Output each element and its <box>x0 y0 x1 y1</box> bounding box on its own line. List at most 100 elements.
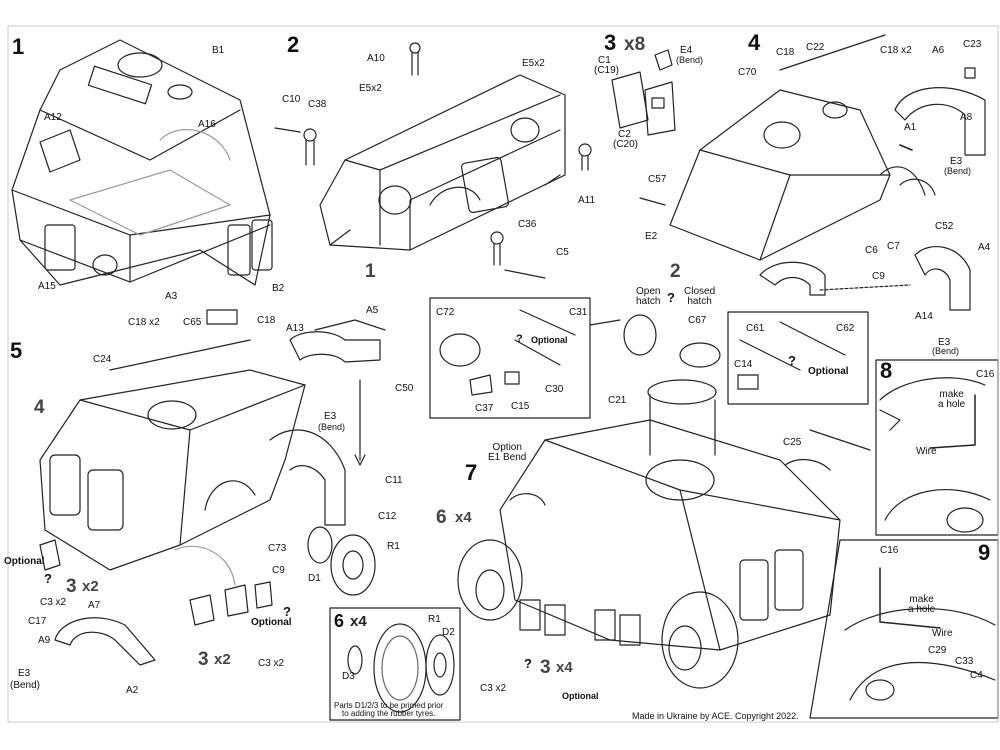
step-number-2: 2 <box>287 32 300 57</box>
label-C37: C37 <box>475 403 494 414</box>
label-C10: C10 <box>282 94 301 105</box>
step-number-4: 4 <box>748 30 761 55</box>
label-wire-step8: Wire <box>916 446 937 457</box>
label-E3-step4b: E3 <box>938 337 951 348</box>
label-C5: C5 <box>556 247 569 258</box>
step5-can2-quantity: x2 <box>214 651 231 668</box>
step6-wheel-drawing <box>329 607 461 721</box>
label-A11: A11 <box>578 195 596 206</box>
label-D1: D1 <box>308 573 321 584</box>
label-A6: A6 <box>932 45 945 56</box>
rubber-tyre-note: Parts D1/2/3 to be primed prior to addin… <box>334 701 444 718</box>
label-C3x2-step5b: C3 x2 <box>258 658 285 669</box>
label-A3: A3 <box>165 291 178 302</box>
label-R1: R1 <box>387 541 400 552</box>
step-number-9: 9 <box>978 540 991 565</box>
step2-hull-drawing <box>274 42 592 279</box>
step-number-5: 5 <box>10 338 23 363</box>
label-E5x2-left: E5x2 <box>359 83 382 94</box>
question-mark-weapons: ? <box>516 333 523 345</box>
label-C6: C6 <box>865 245 878 256</box>
step3-part-drawing <box>611 49 676 136</box>
label-C3x2-step7: C3 x2 <box>480 683 507 694</box>
label-B2: B2 <box>272 283 285 294</box>
label-make-hole-step9: make a hole <box>908 594 936 615</box>
label-C70: C70 <box>738 67 757 78</box>
label-optional-step7: Optional <box>562 691 599 701</box>
step1-hull-drawing <box>11 39 273 286</box>
label-E2: E2 <box>645 231 658 242</box>
label-E4: E4 <box>680 45 693 56</box>
label-A1: A1 <box>904 122 917 133</box>
label-C50: C50 <box>395 383 414 394</box>
label-closed-hatch: Closed hatch <box>684 286 716 307</box>
step5-can-step-ref: 3 <box>66 576 77 597</box>
label-C4: C4 <box>970 670 983 681</box>
label-C20: (C20) <box>613 139 639 150</box>
label-C67: C67 <box>688 315 707 326</box>
label-A2: A2 <box>126 685 139 696</box>
label-C11: C11 <box>385 475 403 486</box>
label-C73: C73 <box>268 543 287 554</box>
label-C33: C33 <box>955 656 974 667</box>
label-E5x2-right: E5x2 <box>522 58 545 69</box>
label-wire-step9: Wire <box>932 628 953 639</box>
step8-detail-drawing <box>875 359 999 536</box>
label-C7: C7 <box>887 241 900 252</box>
label-C17: C17 <box>28 616 47 627</box>
label-C22: C22 <box>806 42 825 53</box>
label-E3-step5: E3 <box>324 411 337 422</box>
label-A13: A13 <box>286 323 304 334</box>
question-mark-step7: ? <box>524 656 532 671</box>
label-optional-weapons: Optional <box>531 335 568 345</box>
copyright-text: Made in Ukraine by ACE. Copyright 2022. <box>632 711 799 721</box>
label-C1: C1 <box>598 55 611 66</box>
label-C3x2-step5: C3 x2 <box>40 597 67 608</box>
label-E4-bend: (Bend) <box>676 55 704 65</box>
step5-can2-step-ref: 3 <box>198 649 209 670</box>
step7-can-quantity: x4 <box>556 659 573 676</box>
label-E3-step5b: E3 <box>18 668 31 679</box>
label-open-hatch: Open hatch <box>636 286 661 307</box>
label-C19: (C19) <box>594 65 620 76</box>
label-A9: A9 <box>38 635 51 646</box>
label-A10: A10 <box>367 53 385 64</box>
label-A5: A5 <box>366 305 379 316</box>
step7-wheel-step-ref: 6 <box>436 507 447 528</box>
label-C24: C24 <box>93 354 112 365</box>
question-mark-mg: ? <box>788 353 796 368</box>
label-C12: C12 <box>378 511 397 522</box>
step9-detail-drawing <box>809 539 999 719</box>
step7-wheel-quantity: x4 <box>455 509 472 526</box>
label-A4: A4 <box>978 242 991 253</box>
label-D2: D2 <box>442 627 455 638</box>
label-C31: C31 <box>569 307 588 318</box>
label-E3-step4b-bend: (Bend) <box>932 346 960 356</box>
label-C9-step4: C9 <box>872 271 885 282</box>
label-C23: C23 <box>963 39 982 50</box>
label-A16: A16 <box>198 119 216 130</box>
step5-can-quantity: x2 <box>82 578 99 595</box>
step2-ref-1: 1 <box>365 261 376 282</box>
step4-hull-drawing <box>639 34 986 311</box>
step6-quantity: x4 <box>350 613 367 630</box>
label-option-E1-bend: Option E1 Bend <box>488 442 527 463</box>
label-C57: C57 <box>648 174 667 185</box>
label-C18x2-step4: C18 x2 <box>880 45 912 56</box>
step-number-8: 8 <box>880 358 893 383</box>
label-C65: C65 <box>183 317 202 328</box>
question-mark-step5b: ? <box>283 604 291 619</box>
label-C2: C2 <box>618 129 631 140</box>
step-number-1: 1 <box>12 34 25 59</box>
label-C72: C72 <box>436 307 455 318</box>
step-number-6: 6 <box>334 611 345 631</box>
label-C15: C15 <box>511 401 530 412</box>
label-optional-step5: Optional <box>4 556 45 567</box>
step-number-3: 3 <box>604 30 617 55</box>
label-A12: A12 <box>44 112 62 123</box>
label-C25: C25 <box>783 437 802 448</box>
label-C18-step4: C18 <box>776 47 795 58</box>
question-mark-hatch: ? <box>667 290 675 305</box>
step3-quantity: x8 <box>624 34 646 55</box>
